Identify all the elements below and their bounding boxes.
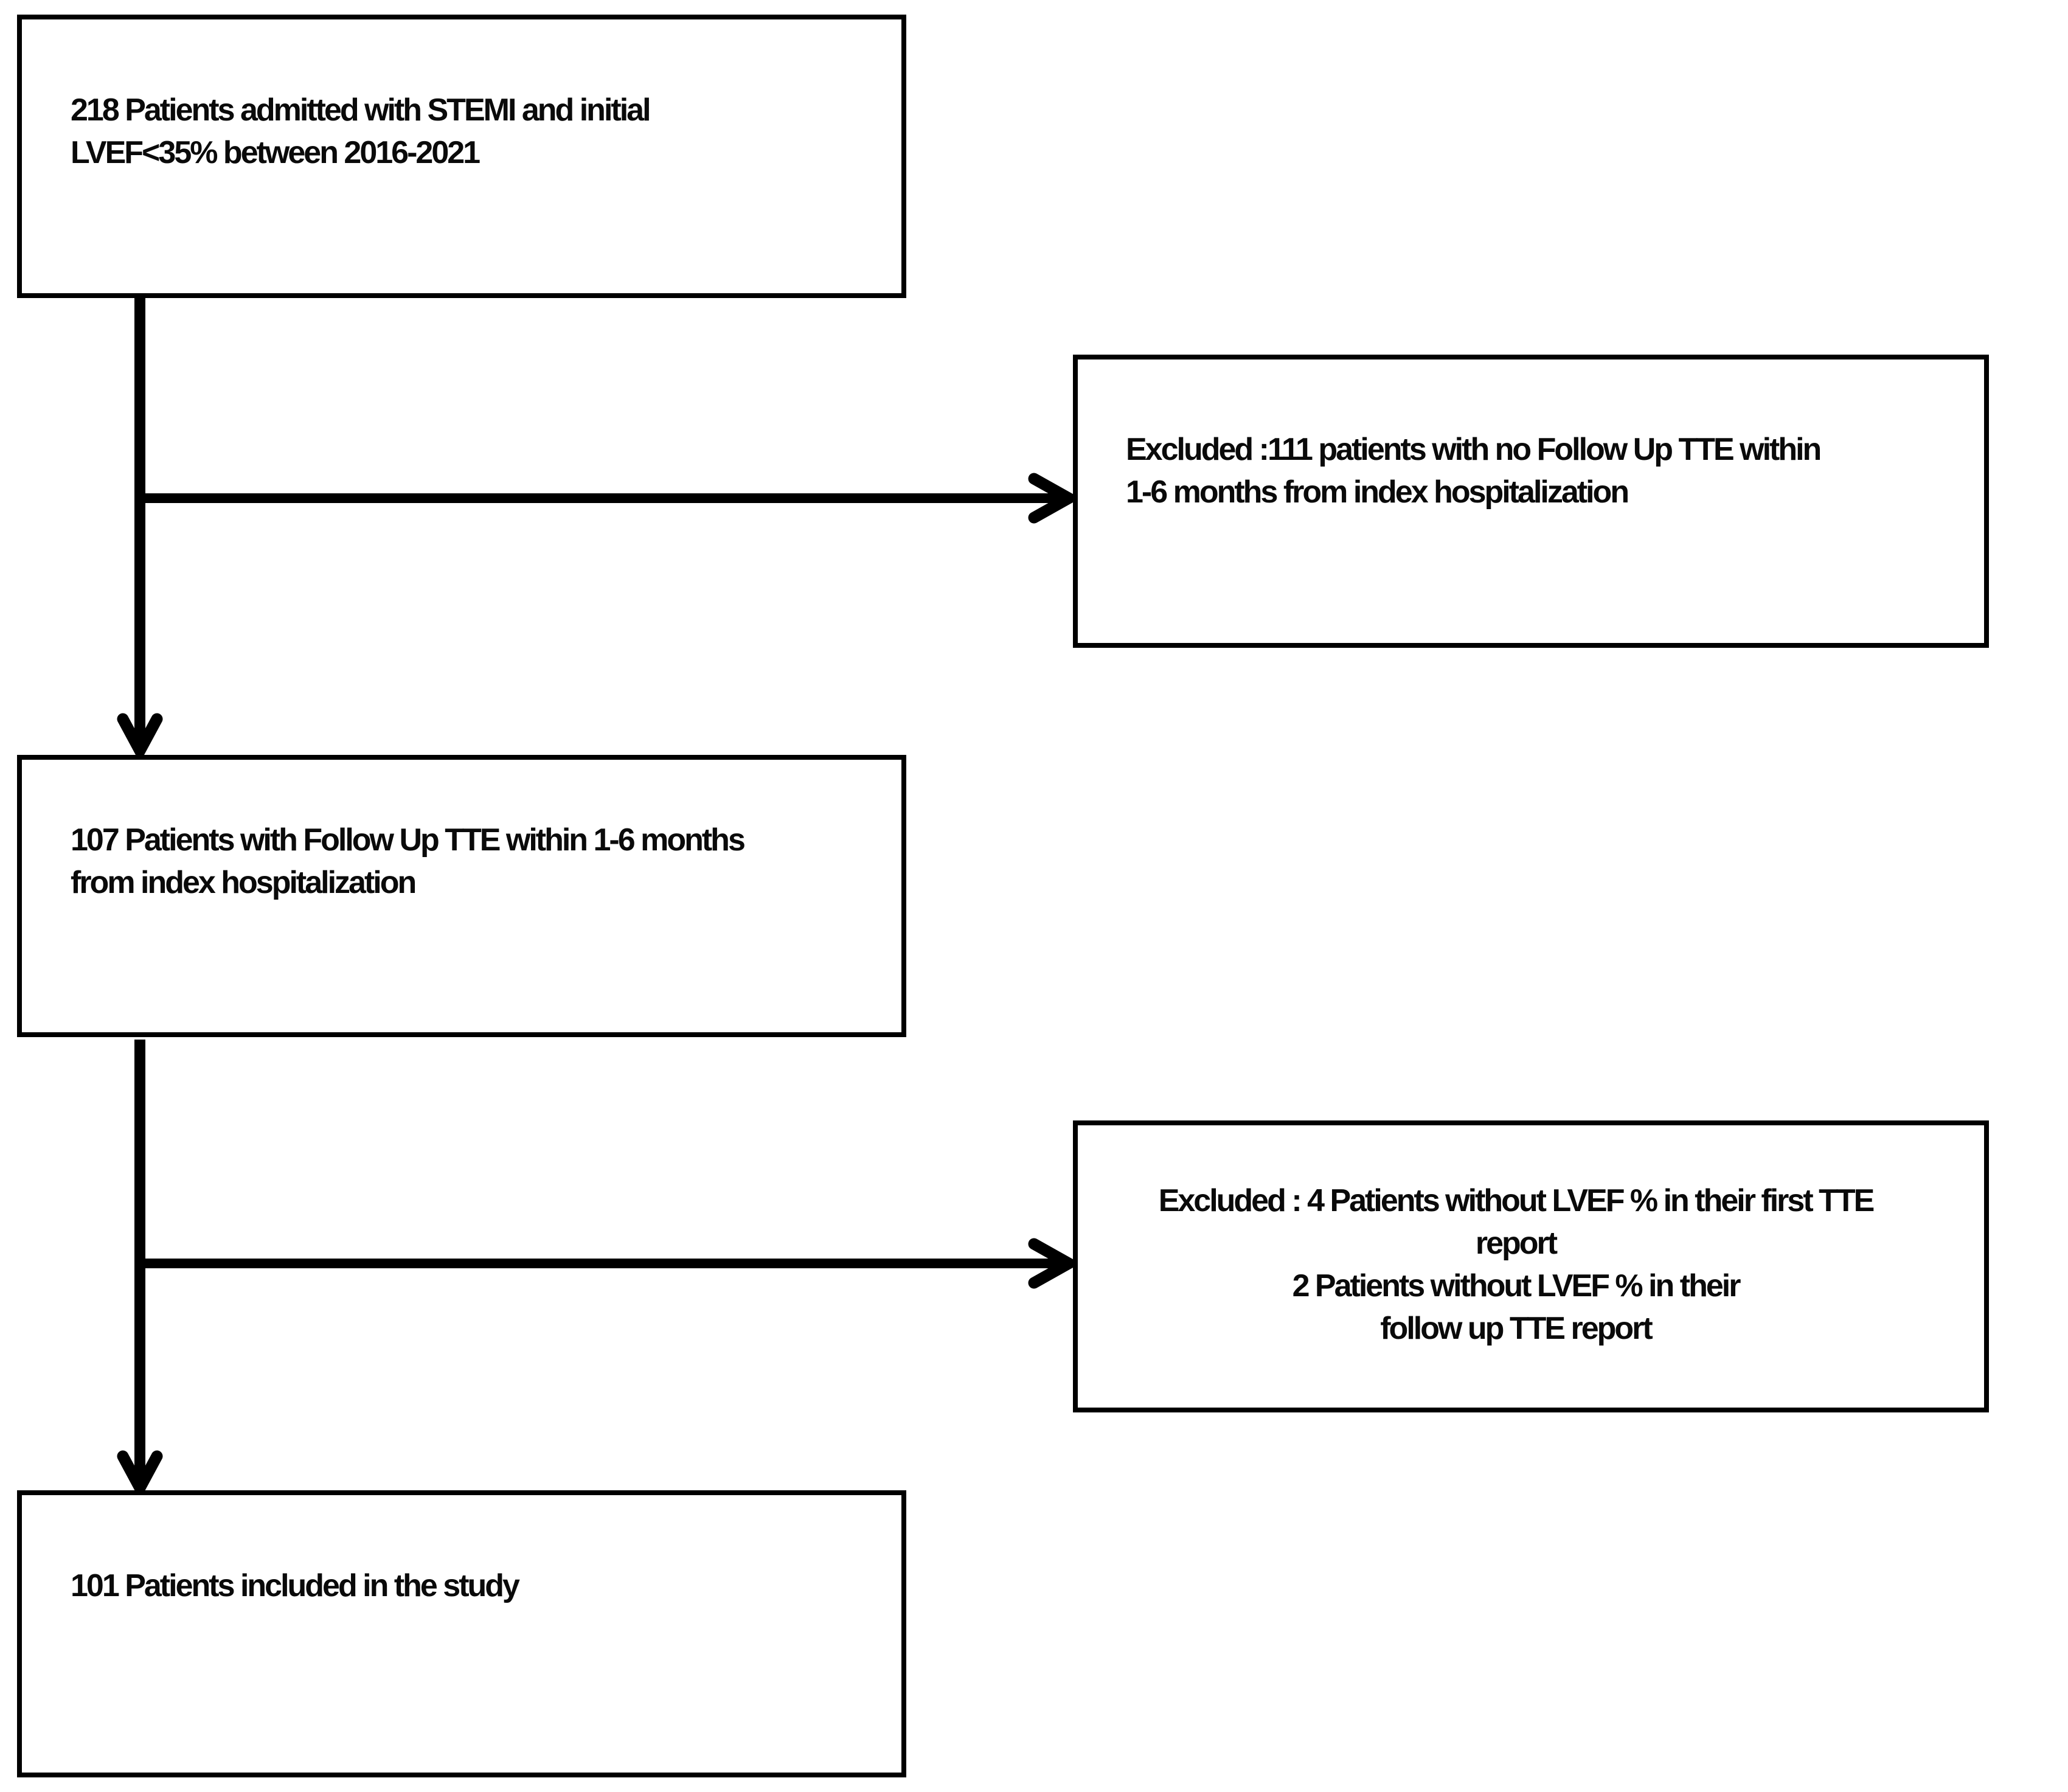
arrowhead-down-2-icon bbox=[117, 1450, 163, 1501]
node-followup-line-2: from index hospitalization bbox=[71, 865, 417, 900]
node-admitted-line-2: LVEF<35% between 2016-2021 bbox=[71, 135, 481, 170]
node-excluded-no-lvef: Excluded : 4 Patients without LVEF % in … bbox=[1073, 1120, 1989, 1412]
node-excluded-no-followup-tte: Excluded :111 patients with no Follow Up… bbox=[1073, 355, 1989, 648]
node-excluded-2-line-2: report bbox=[1475, 1226, 1558, 1261]
arrowhead-down-1-icon bbox=[117, 713, 163, 763]
arrowhead-right-2-icon bbox=[1028, 1238, 1081, 1289]
node-admitted-line-1: 218 Patients admitted with STEMI and ini… bbox=[71, 92, 651, 128]
node-excluded-1-line-2: 1-6 months from index hospitalization bbox=[1126, 474, 1629, 510]
node-excluded-1-line-1: Excluded :111 patients with no Follow Up… bbox=[1126, 432, 1822, 467]
arrowhead-right-1-icon bbox=[1028, 473, 1081, 524]
node-excluded-2-line-3: 2 Patients without LVEF % in their bbox=[1292, 1268, 1741, 1304]
node-included-in-study: 101 Patients included in the study bbox=[17, 1490, 906, 1777]
node-admitted-stemi: 218 Patients admitted with STEMI and ini… bbox=[17, 15, 906, 298]
node-included-line-1: 101 Patients included in the study bbox=[71, 1568, 520, 1603]
node-excluded-2-line-4: follow up TTE report bbox=[1380, 1311, 1653, 1346]
node-excluded-2-line-1: Excluded : 4 Patients without LVEF % in … bbox=[1158, 1183, 1875, 1218]
node-followup-tte: 107 Patients with Follow Up TTE within 1… bbox=[17, 755, 906, 1037]
node-followup-line-1: 107 Patients with Follow Up TTE within 1… bbox=[71, 822, 746, 858]
